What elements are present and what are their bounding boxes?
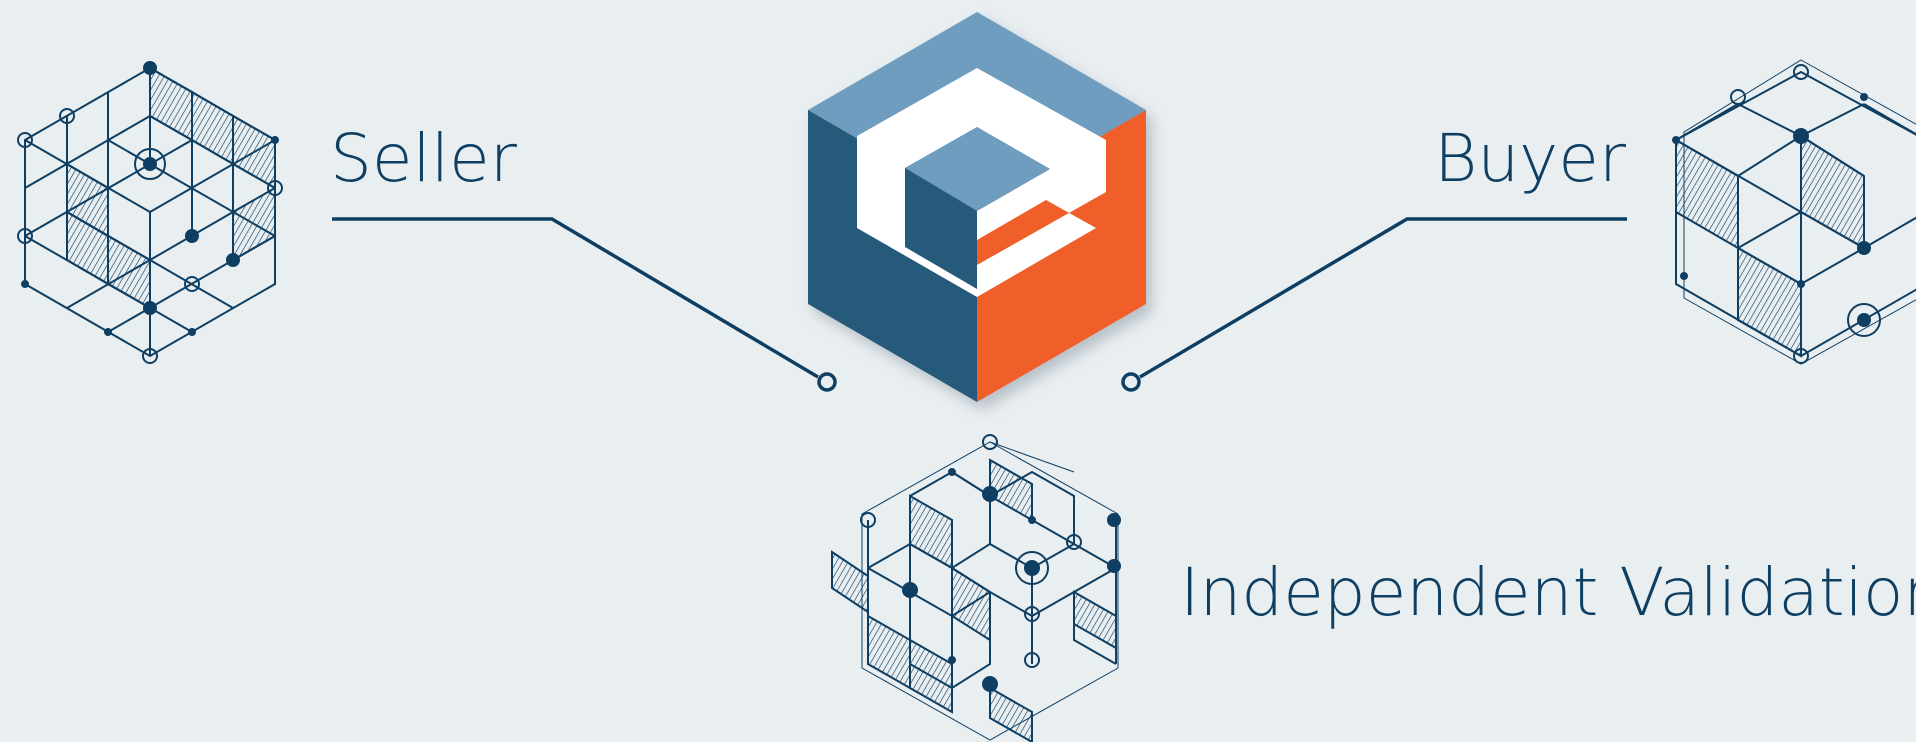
logo-cube-icon [808,12,1146,402]
buyer-connector [1121,217,1627,392]
buyer-label: Buyer [1434,120,1626,197]
validation-cube-grid-icon [831,434,1121,742]
seller-label: Seller [330,120,517,197]
seller-connector [332,217,837,392]
validation-label: Independent Validation [1180,554,1916,631]
buyer-cube-grid-icon [1672,59,1916,365]
seller-cube-grid-icon [17,61,283,364]
